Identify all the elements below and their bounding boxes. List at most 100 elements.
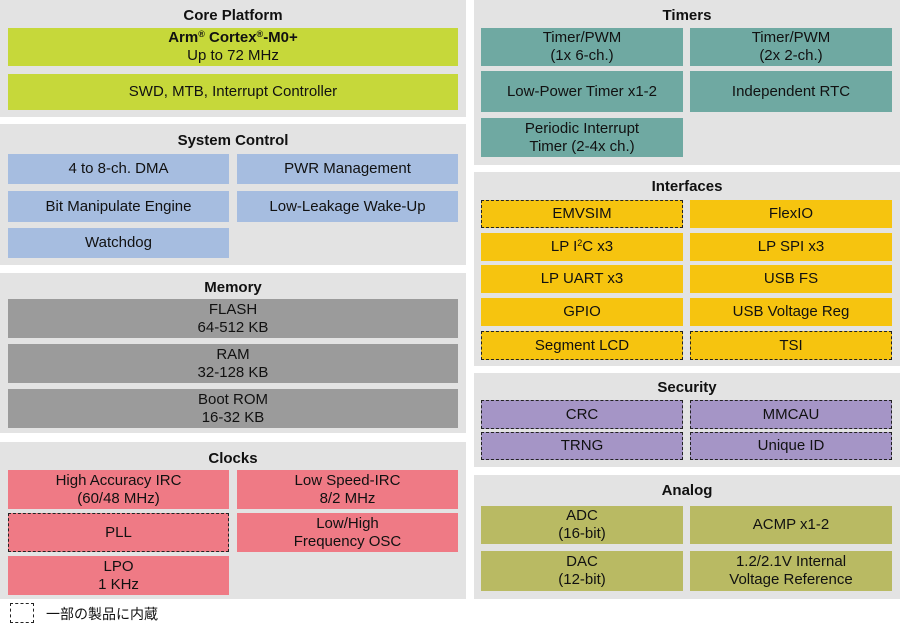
usb-voltage-reg-label: USB Voltage Reg bbox=[732, 303, 850, 320]
adc-resolution: (16-bit) bbox=[558, 525, 606, 542]
gpio-label: GPIO bbox=[563, 303, 601, 320]
hirc-block: High Accuracy IRC (60/48 MHz) bbox=[8, 470, 229, 509]
dma-block: 4 to 8-ch. DMA bbox=[8, 154, 229, 184]
rtc-label: Independent RTC bbox=[731, 82, 851, 100]
memory-title: Memory bbox=[204, 279, 262, 296]
registered-mark: ® bbox=[198, 29, 205, 39]
emvsim-label: EMVSIM bbox=[552, 205, 612, 222]
unique-id-label: Unique ID bbox=[757, 437, 825, 454]
vref-label-2: Voltage Reference bbox=[729, 571, 853, 588]
unique-id-block: Unique ID bbox=[690, 432, 892, 460]
flash-size: 64-512 KB bbox=[197, 318, 269, 336]
ram-block: RAM 32-128 KB bbox=[8, 344, 458, 383]
dma-label: 4 to 8-ch. DMA bbox=[68, 160, 169, 177]
lirc-block: Low Speed-IRC 8/2 MHz bbox=[237, 470, 458, 509]
interfaces-panel: Interfaces EMVSIM FlexIO LP I2C x3 LP SP… bbox=[474, 172, 900, 366]
registered-mark: ® bbox=[256, 29, 264, 39]
lptmr-block: Low-Power Timer x1-2 bbox=[481, 71, 683, 112]
vref-block: 1.2/2.1V Internal Voltage Reference bbox=[690, 551, 892, 591]
i2c-label: LP I2C x3 bbox=[551, 238, 613, 256]
segment-lcd-block: Segment LCD bbox=[481, 331, 683, 360]
arm-frequency: Up to 72 MHz bbox=[187, 47, 279, 64]
pit-label: Periodic Interrupt bbox=[524, 119, 640, 137]
legend-text: 一部の製品に内蔵 bbox=[46, 607, 158, 623]
llwu-label: Low-Leakage Wake-Up bbox=[269, 197, 426, 215]
usb-label: USB FS bbox=[763, 270, 819, 287]
debug-block: SWD, MTB, Interrupt Controller bbox=[8, 74, 458, 110]
adc-block: ADC (16-bit) bbox=[481, 506, 683, 544]
tpm2-channels: (2x 2-ch.) bbox=[759, 47, 823, 64]
lpo-label: LPO bbox=[103, 557, 134, 575]
adc-label: ADC bbox=[566, 507, 598, 524]
interfaces-title: Interfaces bbox=[651, 178, 723, 195]
flash-label: FLASH bbox=[208, 300, 258, 318]
uart-label: LP UART x3 bbox=[540, 270, 624, 287]
watchdog-label: Watchdog bbox=[85, 234, 152, 251]
memory-panel: Memory FLASH 64-512 KB RAM 32-128 KB Boo… bbox=[0, 273, 466, 433]
dac-resolution: (12-bit) bbox=[558, 571, 606, 588]
i2c-prefix: LP I bbox=[550, 238, 578, 255]
crc-label: CRC bbox=[565, 405, 599, 423]
lirc-freq: 8/2 MHz bbox=[319, 489, 376, 507]
pll-label: PLL bbox=[105, 523, 132, 541]
flash-block: FLASH 64-512 KB bbox=[8, 299, 458, 338]
core-platform-title: Core Platform bbox=[183, 7, 283, 24]
analog-panel: Analog ADC (16-bit) ACMP x1-2 DAC (12-bi… bbox=[474, 475, 900, 599]
i2c-superscript: 2 bbox=[577, 238, 583, 248]
hirc-label: High Accuracy IRC bbox=[55, 471, 182, 489]
llwu-block: Low-Leakage Wake-Up bbox=[237, 191, 458, 222]
trng-label: TRNG bbox=[560, 437, 604, 454]
uart-block: LP UART x3 bbox=[481, 265, 683, 293]
mmcau-label: MMCAU bbox=[762, 405, 820, 423]
tpm2-block: Timer/PWM (2x 2-ch.) bbox=[690, 28, 892, 66]
arm-cortex-block: Arm® Cortex®-M0+ Up to 72 MHz bbox=[8, 28, 458, 66]
spi-block: LP SPI x3 bbox=[690, 233, 892, 261]
i2c-suffix: C x3 bbox=[582, 238, 614, 255]
tsi-block: TSI bbox=[690, 331, 892, 360]
tpm1-block: Timer/PWM (1x 6-ch.) bbox=[481, 28, 683, 66]
mmcau-block: MMCAU bbox=[690, 400, 892, 429]
acmp-block: ACMP x1-2 bbox=[690, 506, 892, 544]
osc-label: Low/High bbox=[316, 514, 379, 532]
lirc-label: Low Speed-IRC bbox=[294, 471, 401, 489]
trng-block: TRNG bbox=[481, 432, 683, 460]
tpm1-label: Timer/PWM bbox=[542, 29, 622, 46]
tpm1-channels: (1x 6-ch.) bbox=[550, 47, 614, 64]
bme-label: Bit Manipulate Engine bbox=[45, 197, 192, 215]
timers-title: Timers bbox=[662, 7, 712, 24]
boot-rom-block: Boot ROM 16-32 KB bbox=[8, 389, 458, 428]
spi-label: LP SPI x3 bbox=[757, 238, 825, 255]
clocks-title: Clocks bbox=[208, 450, 258, 467]
crc-block: CRC bbox=[481, 400, 683, 429]
pll-block: PLL bbox=[8, 513, 229, 552]
osc-label-2: Frequency OSC bbox=[293, 532, 402, 550]
boot-rom-label: Boot ROM bbox=[197, 390, 269, 408]
ram-label: RAM bbox=[216, 345, 250, 363]
flexio-label: FlexIO bbox=[768, 205, 814, 222]
dac-label: DAC bbox=[566, 553, 598, 570]
acmp-label: ACMP x1-2 bbox=[752, 516, 830, 533]
flexio-block: FlexIO bbox=[690, 200, 892, 228]
system-control-panel: System Control 4 to 8-ch. DMA PWR Manage… bbox=[0, 124, 466, 265]
debug-label: SWD, MTB, Interrupt Controller bbox=[128, 83, 338, 100]
usb-voltage-reg-block: USB Voltage Reg bbox=[690, 298, 892, 326]
tsi-label: TSI bbox=[779, 336, 803, 354]
timers-panel: Timers Timer/PWM (1x 6-ch.) Timer/PWM (2… bbox=[474, 0, 900, 165]
security-panel: Security CRC MMCAU TRNG Unique ID bbox=[474, 373, 900, 467]
core-platform-panel: Core Platform Arm® Cortex®-M0+ Up to 72 … bbox=[0, 0, 466, 117]
lptmr-label: Low-Power Timer x1-2 bbox=[506, 82, 658, 100]
analog-title: Analog bbox=[661, 482, 713, 499]
system-control-title: System Control bbox=[177, 132, 289, 149]
i2c-block: LP I2C x3 bbox=[481, 233, 683, 261]
boot-rom-size: 16-32 KB bbox=[201, 408, 265, 426]
osc-block: Low/High Frequency OSC bbox=[237, 513, 458, 552]
lpo-freq: 1 KHz bbox=[98, 575, 139, 593]
clocks-panel: Clocks High Accuracy IRC (60/48 MHz) Low… bbox=[0, 442, 466, 599]
watchdog-block: Watchdog bbox=[8, 228, 229, 258]
arm-suffix: -M0+ bbox=[263, 29, 298, 46]
pwr-block: PWR Management bbox=[237, 154, 458, 184]
pit-label-2: Timer (2-4x ch.) bbox=[529, 137, 635, 155]
ram-size: 32-128 KB bbox=[197, 363, 269, 381]
bme-block: Bit Manipulate Engine bbox=[8, 191, 229, 222]
gpio-block: GPIO bbox=[481, 298, 683, 326]
